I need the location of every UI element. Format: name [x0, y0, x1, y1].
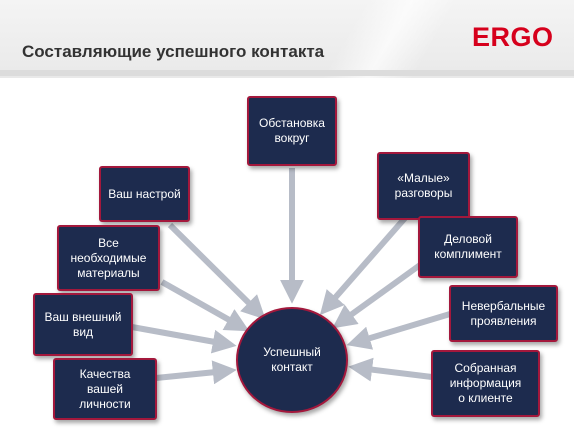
arrow-small-talk — [319, 216, 408, 316]
node-appearance: Ваш внешний вид — [33, 293, 133, 356]
header-decoration — [300, 0, 480, 78]
node-small-talk: «Малые» разговоры — [377, 152, 470, 220]
header-band — [0, 70, 574, 76]
arrow-personality — [155, 360, 237, 385]
node-mood: Ваш настрой — [99, 166, 190, 222]
node-nonverbal: Невербальные проявления — [449, 285, 558, 342]
ergo-logo: ERGO — [472, 22, 554, 52]
slide-title: Составляющие успешного контакта — [22, 42, 325, 61]
arrow-materials — [160, 279, 250, 332]
node-client-info: Собранная информация о клиенте — [431, 350, 540, 417]
arrow-appearance — [131, 324, 237, 354]
node-compliment: Деловой комплимент — [418, 216, 518, 278]
arrow-nonverbal — [346, 311, 451, 350]
arrow-compliment — [332, 262, 422, 329]
arrow-client-info — [348, 357, 433, 382]
node-surroundings: Обстановка вокруг — [247, 96, 337, 166]
node-personality: Качества вашей личности — [53, 358, 157, 420]
center-node-successful-contact: Успешный контакт — [236, 307, 348, 413]
node-materials: Все необходимые материалы — [57, 225, 160, 291]
arrow-mood — [167, 222, 266, 320]
